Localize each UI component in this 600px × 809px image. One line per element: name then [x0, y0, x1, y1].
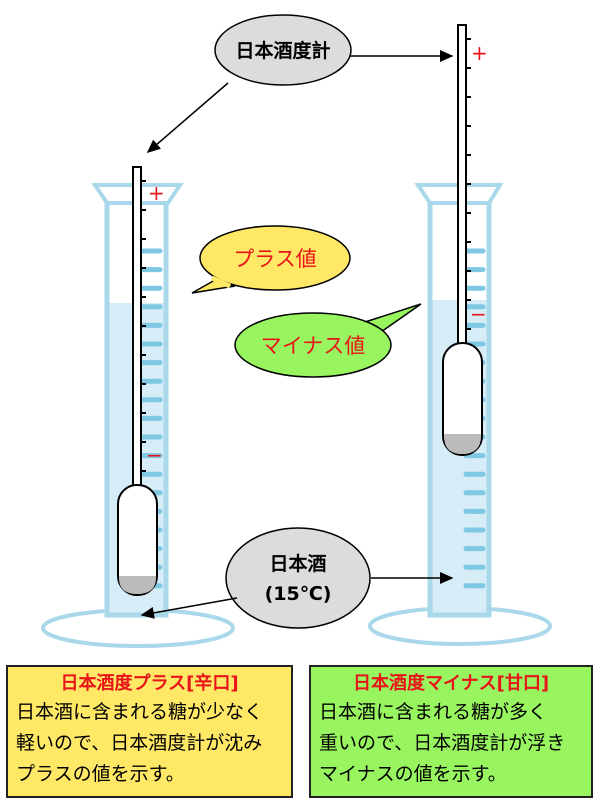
minus-mark: −	[470, 302, 487, 326]
sake-callout: 日本酒 (15℃)	[140, 527, 454, 629]
minus-value-label: マイナス値	[261, 334, 366, 358]
right-hydrometer: + −	[442, 24, 488, 456]
dry-explanation-box: 日本酒度プラス[辛口] 日本酒に含まれる糖が少なく 軽いので、日本酒度計が沈み …	[6, 665, 293, 798]
dry-line: 日本酒に含まれる糖が少なく	[16, 701, 264, 723]
minus-mark: −	[146, 443, 163, 467]
plus-mark: +	[148, 181, 165, 205]
hydrometer-label: 日本酒度計	[235, 39, 330, 62]
left-hydrometer: + −	[117, 166, 165, 596]
sweet-line: マイナスの値を示す。	[319, 763, 507, 785]
plus-value-bubble: プラス値	[191, 225, 351, 294]
minus-value-bubble: マイナス値	[234, 303, 422, 378]
sweet-title: 日本酒度マイナス[甘口]	[352, 673, 550, 694]
sake-label: 日本酒	[269, 552, 326, 575]
dry-line: プラスの値を示す。	[16, 763, 185, 785]
dry-title: 日本酒度プラス[辛口]	[60, 673, 239, 694]
sweet-line: 重いので、日本酒度計が浮き	[319, 732, 566, 754]
hydrometer-callout: 日本酒度計	[146, 14, 454, 153]
dry-line: 軽いので、日本酒度計が沈み	[16, 732, 263, 754]
sweet-explanation-box: 日本酒度マイナス[甘口] 日本酒に含まれる糖が多く 重いので、日本酒度計が浮き …	[309, 665, 593, 798]
temperature-label: (15℃)	[265, 583, 332, 605]
plus-mark: +	[471, 41, 488, 65]
sweet-line: 日本酒に含まれる糖が多く	[319, 701, 548, 723]
plus-value-label: プラス値	[233, 247, 317, 271]
